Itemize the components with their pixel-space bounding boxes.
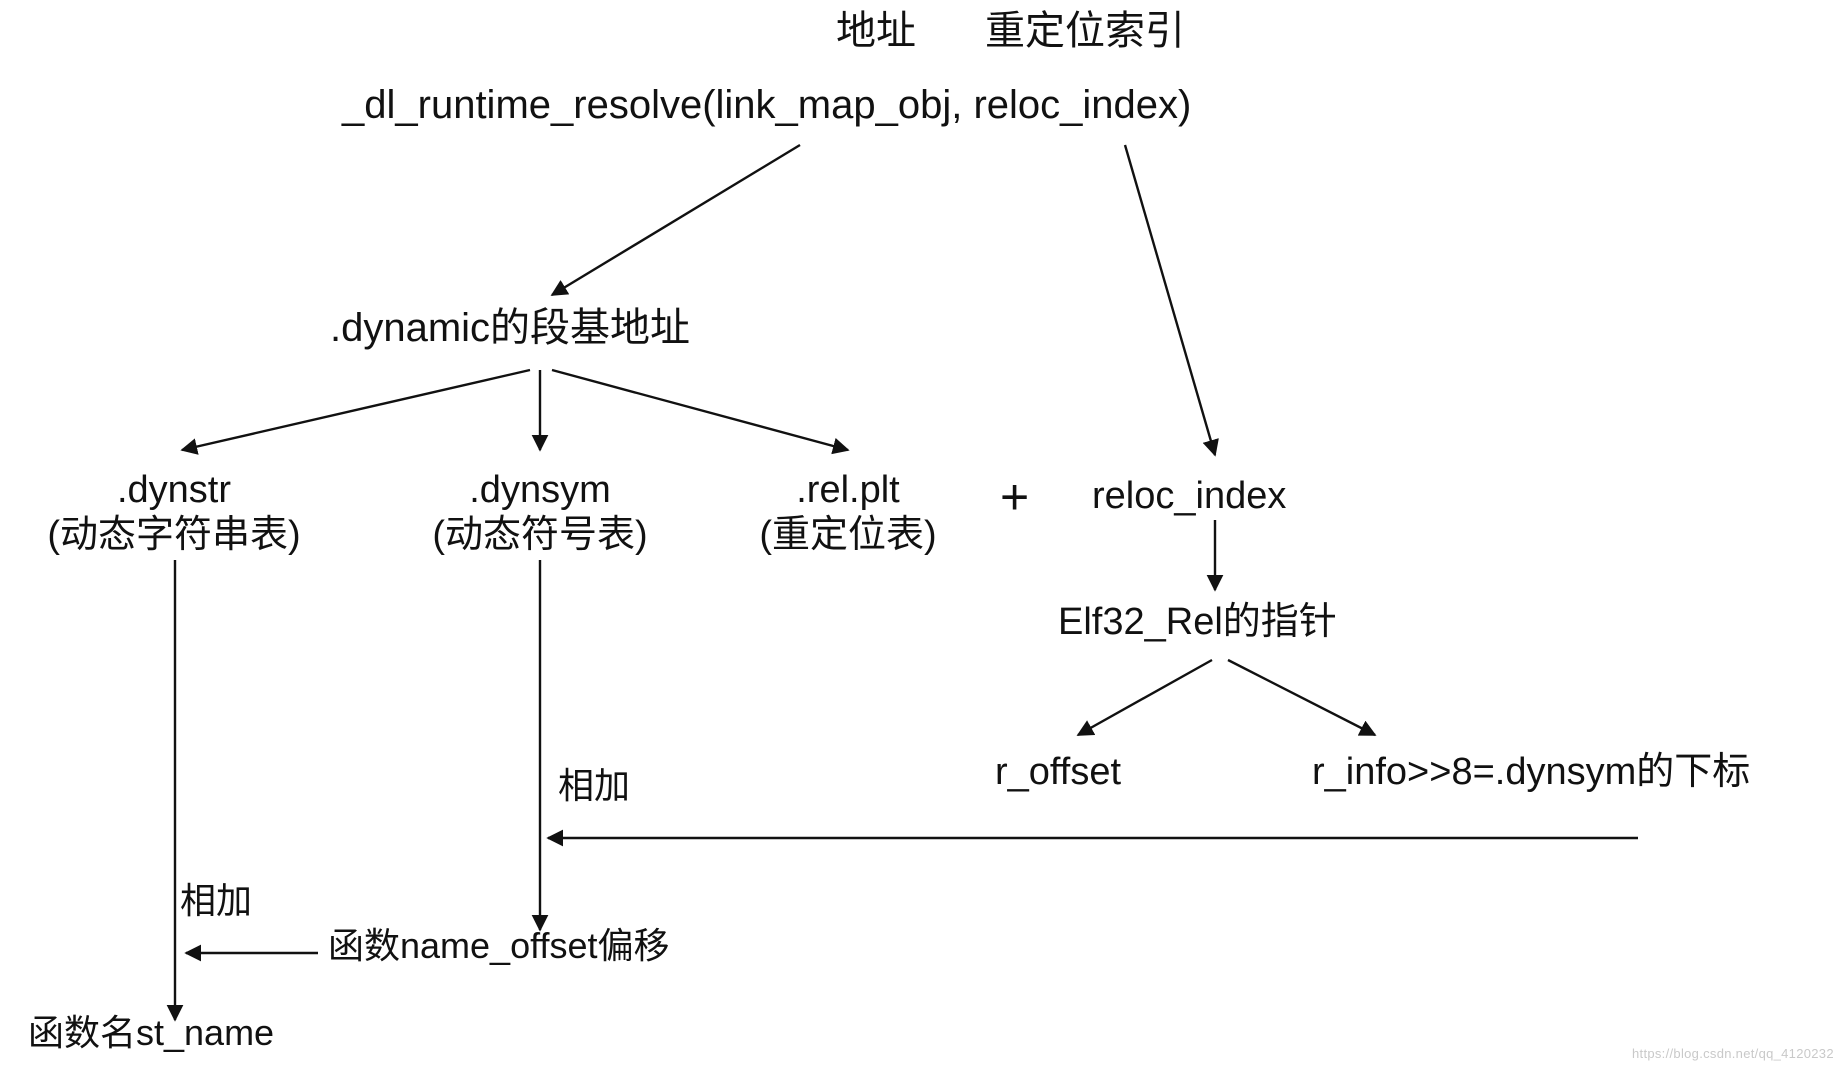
edge-dynamic-to-relplt <box>551 368 850 455</box>
node-r-offset: r_offset <box>995 751 1122 793</box>
node-elf32-rel-pointer: Elf32_Rel的指针 <box>1058 601 1337 643</box>
edge-elfrel-to-roffset <box>1076 658 1213 737</box>
edge-label-add-lower: 相加 <box>180 880 253 921</box>
node-st-name: 函数名st_name <box>28 1012 275 1053</box>
edge-elfrel-to-rinfo <box>1227 658 1377 737</box>
node-r-info: r_info>>8=.dynsym的下标 <box>1312 751 1751 793</box>
node-dynsym-name: .dynsym <box>469 469 611 511</box>
label-address: 地址 <box>836 9 916 53</box>
node-plus-operator: + <box>1000 469 1030 525</box>
node-name-offset: 函数name_offset偏移 <box>328 925 670 966</box>
node-relplt: .rel.plt (重定位表) <box>722 468 974 558</box>
edge-entry-to-relocindex <box>1123 144 1219 457</box>
node-dynamic-base: .dynamic的段基地址 <box>330 306 691 350</box>
node-entry-function: _dl_runtime_resolve(link_map_obj, reloc_… <box>342 83 1192 127</box>
node-dynsym: .dynsym (动态符号表) <box>390 468 690 558</box>
label-reloc-index: 重定位索引 <box>985 9 1185 53</box>
edge-dynamic-to-dynstr <box>180 368 531 455</box>
node-relplt-name: .rel.plt <box>796 469 900 511</box>
edge-label-add-upper: 相加 <box>558 765 631 806</box>
edge-entry-to-dynamic <box>550 143 801 297</box>
node-dynstr-desc: (动态字符串表) <box>47 513 301 556</box>
node-dynstr: .dynstr (动态字符串表) <box>18 468 330 558</box>
node-reloc-index: reloc_index <box>1092 475 1287 517</box>
node-relplt-desc: (重定位表) <box>759 513 937 556</box>
node-dynstr-name: .dynstr <box>116 469 232 511</box>
node-dynsym-desc: (动态符号表) <box>432 513 648 556</box>
watermark-text: https://blog.csdn.net/qq_4120232 <box>1632 1046 1834 1061</box>
